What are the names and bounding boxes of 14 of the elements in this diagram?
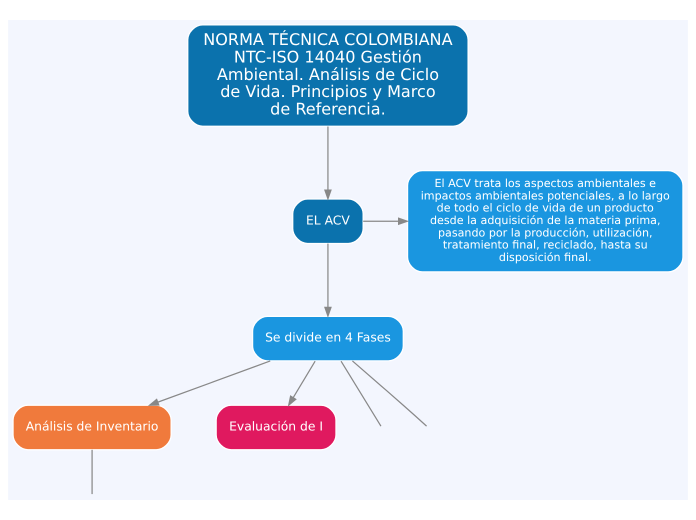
node-box: Análisis de Inventario: [12, 404, 172, 450]
connector: [352, 360, 427, 427]
arrow: [324, 244, 332, 318]
arrow: [363, 217, 410, 226]
arrow: [148, 360, 270, 406]
arrow: [324, 126, 332, 201]
arrow: [288, 360, 316, 407]
node-box: NORMA TÉCNICA COLOMBIANA NTC-ISO 14040 Gestión Ambiental. Análisis de Ciclo de Vida. Principios y Marco de Referencia.: [187, 24, 469, 127]
connector: [91, 450, 93, 494]
node-box: El ACV trata los aspectos ambientales e impactos ambientales potenciales, a lo largo de todo el ciclo de vida de un producto desde la adquisición de la materia prima, pasando por la producción, utilización, tratamiento final, reciclado, hasta su disposición final.: [406, 170, 684, 273]
node-box: Evaluación de I: [216, 404, 337, 450]
node-box: EL ACV: [292, 198, 364, 244]
node-box: Se divide en 4 Fases: [252, 316, 404, 362]
connector: [340, 360, 382, 426]
